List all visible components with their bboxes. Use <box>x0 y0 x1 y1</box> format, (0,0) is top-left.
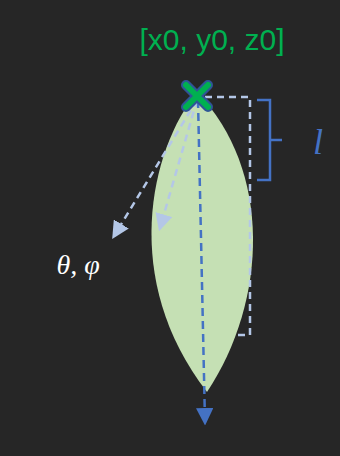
direction-arrow <box>114 100 197 236</box>
length-label: l <box>313 124 323 160</box>
inner-direction-arrow <box>160 100 197 228</box>
angle-label: θ, φ <box>56 251 99 279</box>
origin-coordinates: [x0, y0, z0] <box>139 25 284 55</box>
length-bracket <box>257 100 282 180</box>
origin-cross <box>186 85 208 107</box>
axis-arrow <box>198 100 205 422</box>
extent-bracket <box>205 97 250 335</box>
